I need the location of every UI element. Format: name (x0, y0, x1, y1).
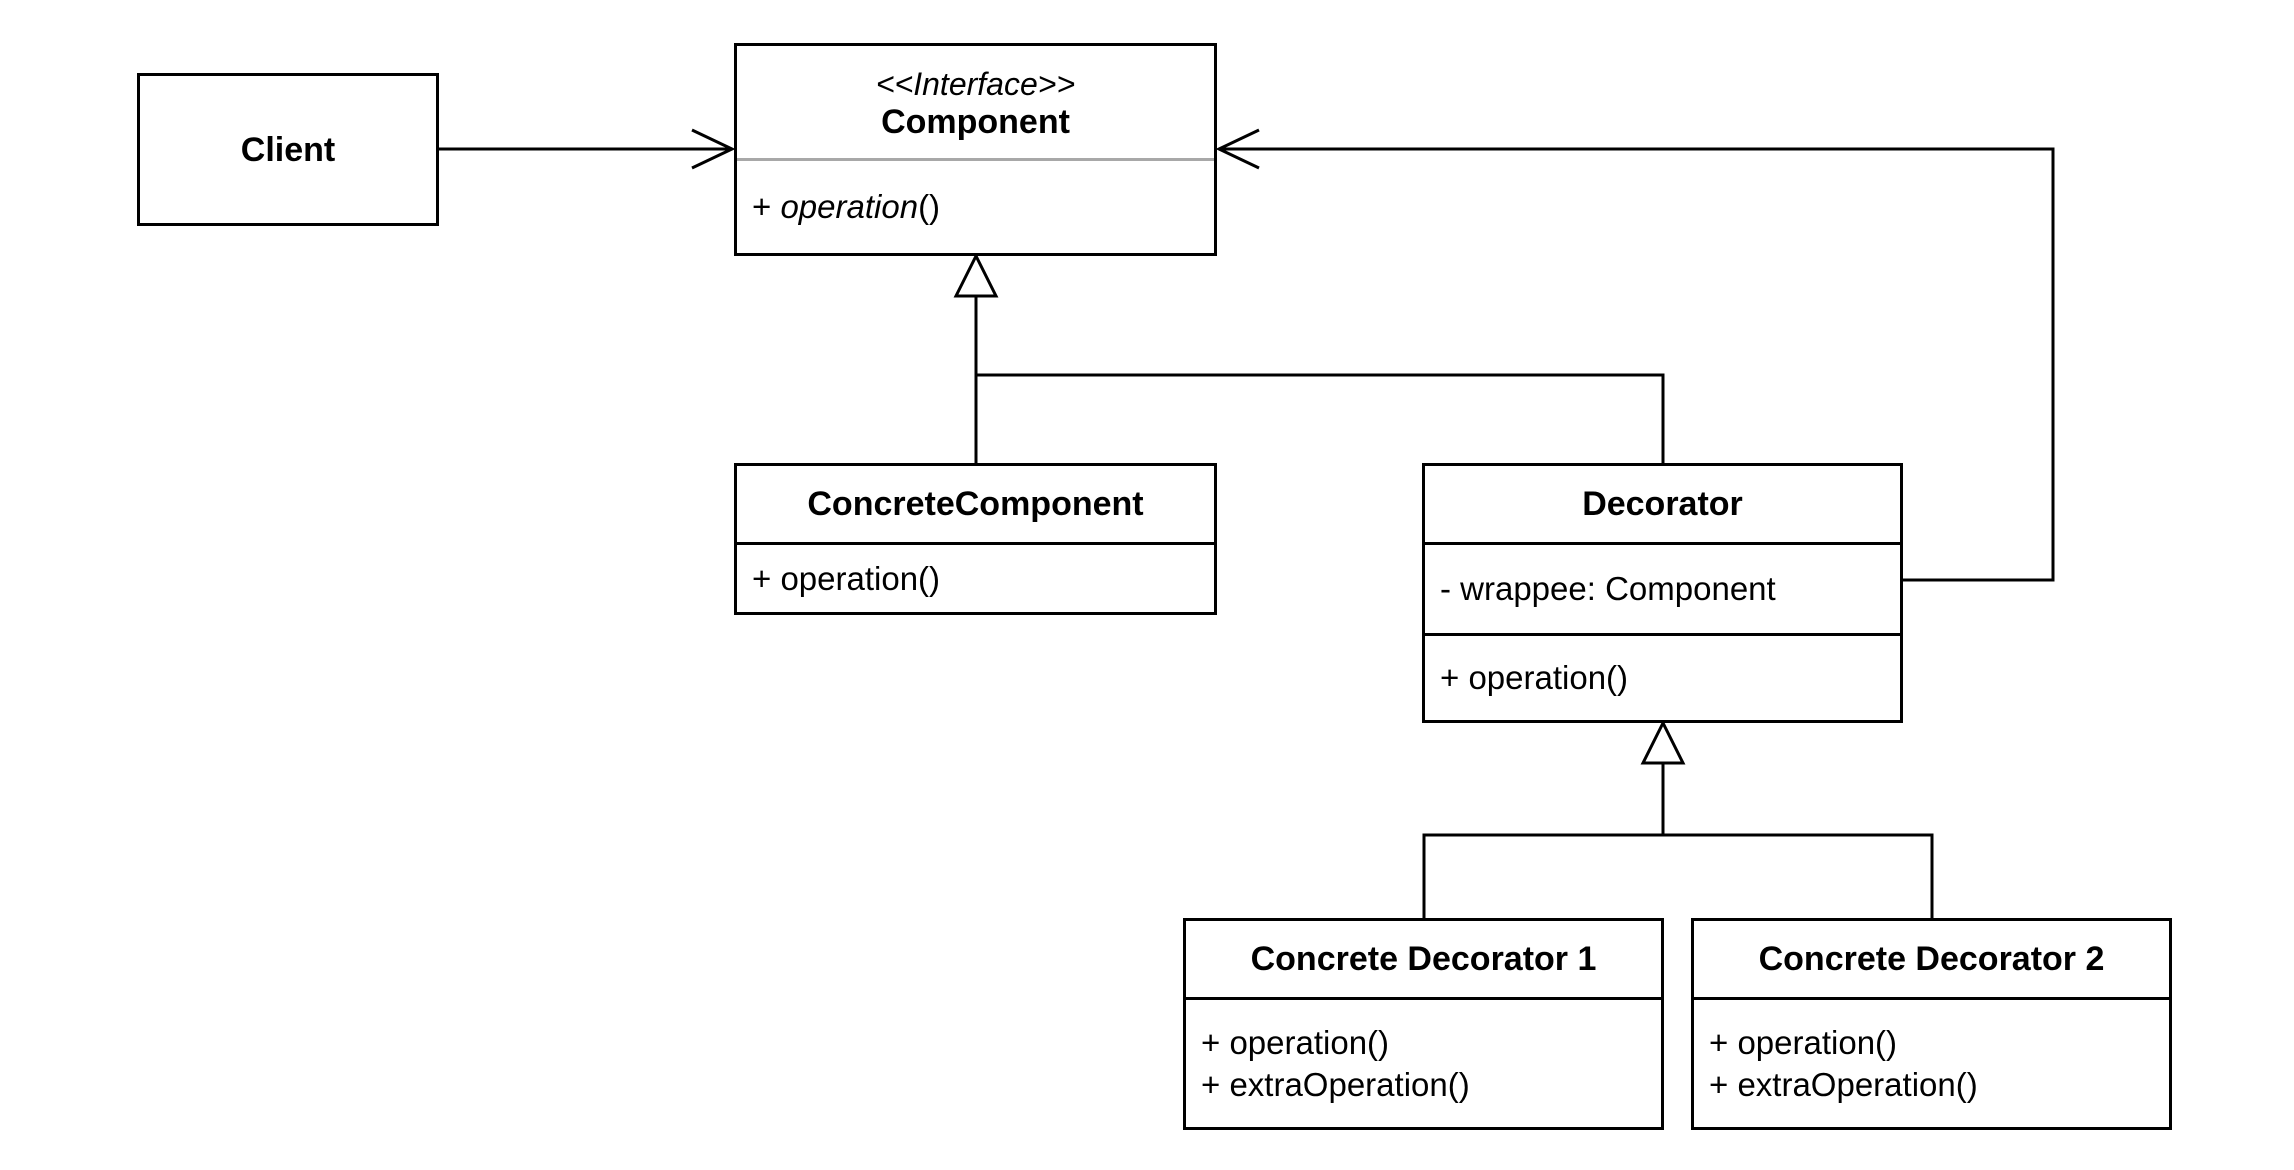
client-class-name: Client (240, 130, 336, 169)
component-operations: + operation() (737, 161, 1214, 253)
component-header: <<Interface>> Component (737, 46, 1214, 161)
concrete-decorator-2-class-name: Concrete Decorator 2 (1758, 940, 2105, 978)
decorator-to-component-line (1219, 147, 2055, 582)
decorator-header: Decorator (1425, 466, 1900, 545)
decorator-to-component-arrowhead (1215, 128, 1260, 170)
client-header: Client (140, 76, 436, 223)
concrete-decorator-1-header: Concrete Decorator 1 (1186, 921, 1661, 1000)
decorator-class-box[interactable]: Decorator - wrappee: Component + operati… (1422, 463, 1903, 723)
decorator-generalization-triangle (1640, 719, 1686, 765)
decorator-operation: + operation() (1440, 659, 1629, 696)
concrete-decorator-2-header: Concrete Decorator 2 (1694, 921, 2169, 1000)
decorator-operations: + operation() (1425, 636, 1900, 720)
decorator-fields: - wrappee: Component (1425, 545, 1900, 636)
decorator-generalization-branch (1422, 833, 1934, 918)
concrete-decorator-1-operation: + operation() (1201, 1023, 1390, 1061)
component-operation-suffix: () (918, 188, 941, 225)
component-operation-name: operation (780, 188, 919, 225)
concrete-decorator-1-class-box[interactable]: Concrete Decorator 1 + operation() + ext… (1183, 918, 1664, 1130)
concrete-decorator-2-operation: + operation() (1709, 1023, 1898, 1061)
decorator-class-name: Decorator (1582, 485, 1743, 523)
concrete-decorator-2-operations: + operation() + extraOperation() (1694, 1000, 2169, 1127)
component-operation-prefix: + (752, 188, 781, 225)
component-realization-branch (976, 373, 1665, 463)
concrete-decorator-1-operations: + operation() + extraOperation() (1186, 1000, 1661, 1127)
concrete-decorator-1-class-name: Concrete Decorator 1 (1250, 940, 1597, 978)
concrete-decorator-2-extra-operation: + extraOperation() (1709, 1065, 1978, 1103)
client-to-component-arrowhead (691, 128, 736, 170)
concrete-component-operation: + operation() (752, 559, 941, 597)
component-stereotype: <<Interface>> (875, 66, 1076, 102)
component-realization-triangle (953, 252, 999, 298)
concrete-component-class-name: ConcreteComponent (807, 485, 1144, 523)
concrete-component-class-box[interactable]: ConcreteComponent + operation() (734, 463, 1217, 615)
component-class-name: Component (881, 103, 1070, 141)
concrete-component-operations: + operation() (737, 545, 1214, 612)
concrete-decorator-2-class-box[interactable]: Concrete Decorator 2 + operation() + ext… (1691, 918, 2172, 1130)
component-operation: + operation() (752, 186, 1214, 228)
concrete-decorator-1-extra-operation: + extraOperation() (1201, 1065, 1470, 1103)
concrete-component-header: ConcreteComponent (737, 466, 1214, 545)
client-class-box[interactable]: Client (137, 73, 439, 226)
decorator-field-wrappee: - wrappee: Component (1440, 570, 1776, 607)
component-interface-box[interactable]: <<Interface>> Component + operation() (734, 43, 1217, 256)
